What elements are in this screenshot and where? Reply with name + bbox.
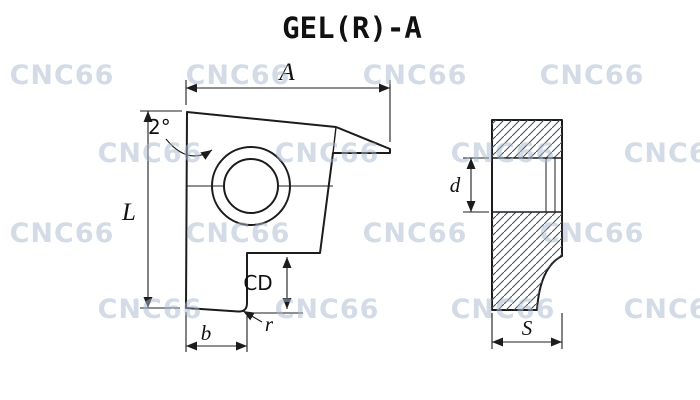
- watermark-text: CNC66: [363, 60, 468, 91]
- watermark-layer: CNC66 CNC66 CNC66 CNC66 CNC66 CNC66 CNC6…: [10, 60, 700, 325]
- watermark-text: CNC66: [98, 138, 203, 169]
- watermark-text: CNC66: [10, 218, 115, 249]
- watermark-text: CNC66: [540, 60, 645, 91]
- radius-label: r: [265, 312, 274, 336]
- hatch-top: [492, 120, 562, 158]
- cutting-edge-facet-line: [332, 126, 337, 154]
- radius-leader-arrow: [242, 310, 263, 323]
- watermark-text: CNC66: [275, 138, 380, 169]
- watermark-text: CNC66: [451, 138, 556, 169]
- watermark-text: CNC66: [363, 218, 468, 249]
- angle-leader-arrow: [165, 138, 213, 160]
- insert-profile: [185, 111, 391, 313]
- dim-label-cd: CD: [243, 271, 272, 295]
- angle-label: 2°: [148, 115, 171, 139]
- page-title: GEL(R)-A: [282, 11, 422, 45]
- hole-counterbore-circle: [211, 146, 291, 226]
- watermark-text: CNC66: [186, 60, 291, 91]
- mounting-hole: [223, 158, 279, 214]
- watermark-text: CNC66: [10, 60, 115, 91]
- left-view: A L 2° CD b r: [121, 59, 391, 352]
- watermark-text: CNC66: [624, 294, 700, 325]
- watermark-text: CNC66: [275, 294, 380, 325]
- dim-label-a: A: [277, 59, 295, 86]
- watermark-text: CNC66: [451, 294, 556, 325]
- watermark-text: CNC66: [186, 218, 291, 249]
- section-hatching: [492, 120, 562, 310]
- dim-label-d: d: [450, 173, 461, 197]
- watermark-text: CNC66: [540, 218, 645, 249]
- right-view: d S: [450, 119, 563, 349]
- watermark-text: CNC66: [98, 294, 203, 325]
- dim-label-b: b: [201, 321, 212, 345]
- watermark-text: CNC66: [624, 138, 700, 169]
- dim-label-s: S: [522, 316, 533, 340]
- dim-label-l: L: [121, 199, 136, 226]
